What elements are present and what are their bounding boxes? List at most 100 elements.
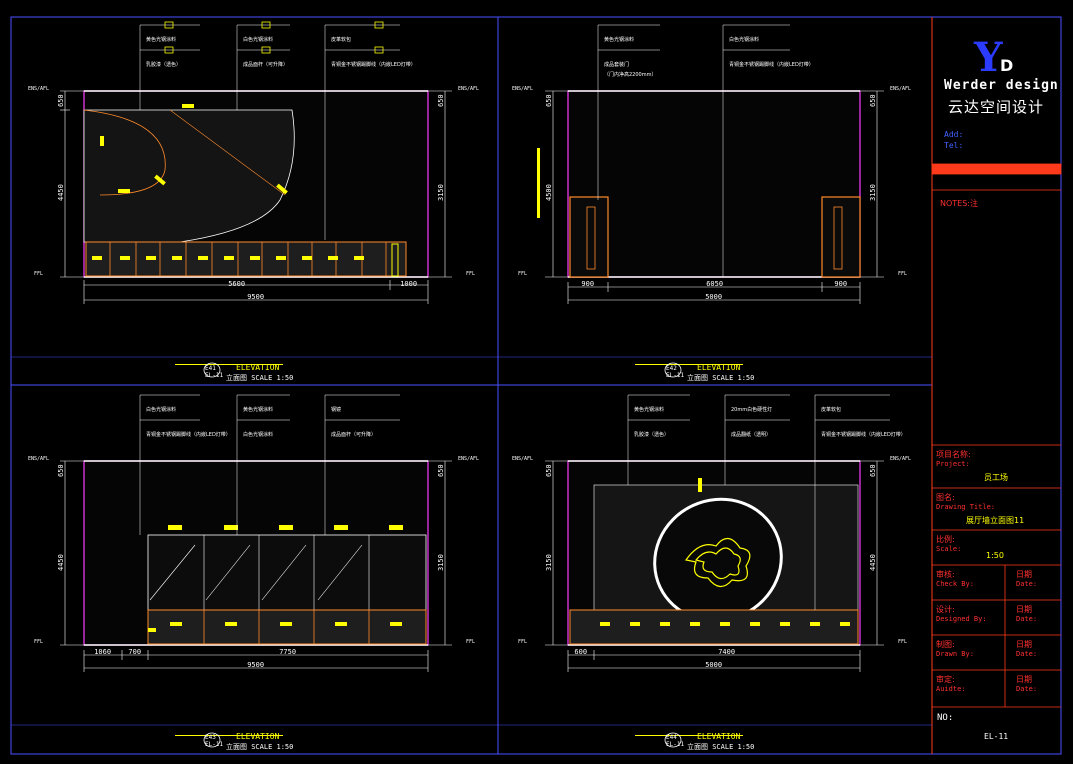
- e41-fabric-panel: [83, 109, 295, 243]
- dim-bottom-1: 7400: [718, 648, 736, 656]
- callout-label-0: 黄色光钢涂料: [604, 37, 635, 43]
- callout-label-1: 白色光钢涂料: [243, 37, 274, 43]
- level-bottom-right: FFL: [898, 639, 908, 645]
- e43-mirror-panel: [147, 534, 427, 611]
- checked-label: 审核:: [936, 570, 955, 579]
- audit-label-en: Auidte:: [936, 685, 966, 693]
- height-dim-left: 3150: [545, 554, 553, 571]
- brand-chinese: 云达空间设计: [948, 98, 1045, 116]
- dim-bottom-1: 1000: [400, 280, 418, 288]
- dim-bottom-2: 7750: [279, 648, 297, 656]
- elevation-e44: [545, 394, 890, 748]
- drawn-date-label: 日期: [1016, 640, 1032, 649]
- e42-wall-outline: [567, 90, 861, 278]
- elevation-sheet-ref: EL-11: [205, 741, 224, 748]
- designed-label-en: Designed By:: [936, 615, 987, 623]
- audit-label: 审定:: [936, 675, 955, 684]
- titleblock-lines: [931, 163, 1062, 708]
- project-label-en: Project:: [936, 460, 970, 468]
- dim-bottom-1: 700: [128, 648, 142, 656]
- level-bottom-left: FFL: [34, 271, 44, 277]
- scale-label: 比例:: [936, 535, 955, 544]
- height-dim-left: 4450: [57, 184, 65, 201]
- elevation-id: E44: [666, 734, 677, 741]
- callout-label-3: 乳胶漆（透色）: [634, 432, 670, 438]
- dim-overall: 5000: [705, 661, 723, 669]
- callout-label-0: 黄色光钢涂料: [146, 37, 177, 43]
- level-top-right: ENS/AFL: [458, 86, 480, 92]
- e44-flower-pattern: [684, 537, 751, 588]
- callout-label-0: 白色光钢涂料: [146, 407, 177, 413]
- level-bottom-right: FFL: [898, 271, 908, 277]
- dim-bottom-0: 5600: [228, 280, 246, 288]
- dim-overall: 5000: [705, 293, 723, 301]
- elevation-sheet-ref: EL-11: [205, 372, 224, 379]
- elevation-title: ELEVATION: [236, 363, 280, 372]
- callout-label-4: 成品翻纸（透明）: [731, 432, 772, 438]
- callout-label-5: 青铜金不锈钢踢脚线（内嵌LED灯带）: [821, 432, 906, 438]
- height-dim-left: 4500: [545, 184, 553, 201]
- top-dim-right: 650: [869, 464, 877, 477]
- callout-label-5: 成品面杆（可升降）: [331, 432, 377, 438]
- top-dim-right: 650: [869, 94, 877, 107]
- top-dim-left: 650: [57, 464, 65, 477]
- level-top-left: ENS/AFL: [512, 86, 534, 92]
- designed-date-label: 日期: [1016, 605, 1032, 614]
- e42-door-left: [569, 196, 609, 278]
- project-label: 项目名称:: [936, 450, 971, 459]
- callout-label-3: （门内净高2200mm）: [604, 72, 657, 78]
- elevation-subtitle: 立面图 SCALE 1:50: [687, 374, 755, 382]
- designed-label: 设计:: [936, 605, 955, 614]
- e43-base-panel: [147, 609, 427, 645]
- callout-label-3: 青铜金不锈钢踢脚线（内嵌LED灯带）: [146, 432, 231, 438]
- elevation-title: ELEVATION: [697, 363, 741, 372]
- level-top-right: ENS/AFL: [890, 86, 912, 92]
- e41-skirting-panel: [85, 241, 407, 277]
- elevation-subtitle: 立面图 SCALE 1:50: [687, 743, 755, 751]
- logo-letter-y: Y: [974, 34, 1003, 81]
- level-bottom-left: FFL: [34, 639, 44, 645]
- scale-label-en: Scale:: [936, 545, 962, 553]
- dim-bottom-0: 900: [581, 280, 595, 288]
- scale-value: 1:50: [986, 551, 1004, 560]
- drawn-label: 制图:: [936, 640, 955, 649]
- callout-label-4: 青铜金不锈钢踢脚线（内嵌LED灯带）: [729, 62, 814, 68]
- drawing-title-value: 展厅墙立面图11: [966, 516, 1025, 525]
- dim-overall: 9500: [247, 661, 265, 669]
- address-text: Add:: [944, 130, 964, 139]
- elevation-e42: [537, 24, 884, 378]
- callout-label-2: 钢镜: [331, 407, 342, 413]
- elevation-sheet-ref: EL-11: [666, 741, 685, 748]
- number-label: NO:: [937, 713, 954, 723]
- logo-letter-d: D: [1000, 56, 1014, 75]
- elevation-id: E43: [205, 734, 216, 741]
- dim-overall: 9500: [247, 293, 265, 301]
- checked-label-en: Check By:: [936, 580, 974, 588]
- number-value: EL-11: [984, 732, 1009, 741]
- notes-label: NOTES:注: [940, 199, 978, 208]
- dim-bottom-2: 900: [834, 280, 848, 288]
- drawn-date-label-en: Date:: [1016, 650, 1038, 658]
- elevation-id: E42: [666, 365, 677, 372]
- callout-label-2: 皮革软包: [331, 37, 352, 43]
- level-top-left: ENS/AFL: [28, 86, 50, 92]
- level-bottom-right: FFL: [466, 271, 476, 277]
- dim-bottom-0: 600: [574, 648, 588, 656]
- callout-label-3: 乳胶漆（透色）: [146, 62, 182, 68]
- drawn-label-en: Drawn By:: [936, 650, 974, 658]
- tel-text: Tel:: [944, 141, 964, 150]
- callout-label-0: 黄色光钢涂料: [634, 407, 665, 413]
- e42-door-right: [821, 196, 861, 278]
- elevation-subtitle: 立面图 SCALE 1:50: [226, 374, 294, 382]
- elevation-sheet-ref: EL-11: [666, 372, 685, 379]
- elevation-e43: [60, 394, 452, 748]
- top-dim-left: 650: [545, 464, 553, 477]
- project-value: 员工场: [984, 473, 1008, 482]
- height-dim-right: 4450: [869, 554, 877, 571]
- elevation-title: ELEVATION: [697, 732, 741, 741]
- audit-date-label-en: Date:: [1016, 685, 1038, 693]
- checked-date-label-en: Date:: [1016, 580, 1038, 588]
- elevation-id: E41: [205, 365, 216, 372]
- dim-bottom-0: 1060: [94, 648, 112, 656]
